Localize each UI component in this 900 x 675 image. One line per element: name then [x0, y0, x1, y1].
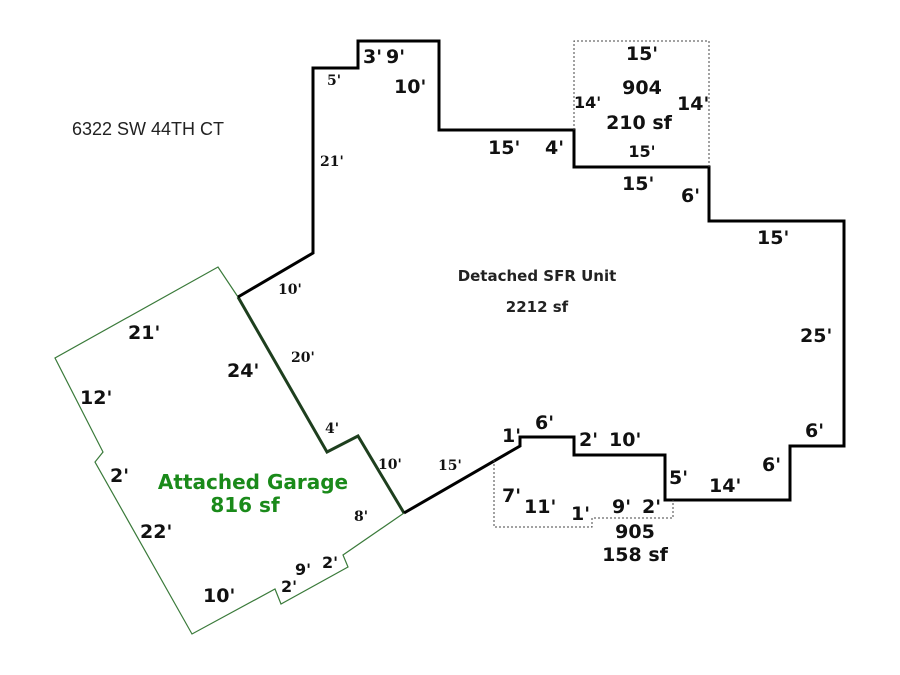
- main-unit-outline: [237, 39, 846, 515]
- dim-label: 21': [320, 154, 344, 170]
- dim-label: 2': [642, 496, 661, 518]
- dim-label: 6': [805, 420, 824, 442]
- dim-label: 25': [800, 325, 832, 347]
- addition-905-label: 905: [615, 521, 655, 543]
- dim-label: 21': [128, 322, 160, 344]
- dim-label: 7': [502, 485, 521, 507]
- dim-label: 10': [609, 429, 641, 451]
- dim-label: 4': [325, 421, 339, 437]
- dim-label: 6': [681, 185, 700, 207]
- dim-label: 2': [110, 465, 129, 487]
- dim-label: 14': [574, 93, 601, 112]
- dim-label: 14': [709, 475, 741, 497]
- dim-label: 15': [488, 137, 520, 159]
- dim-label: 1': [571, 503, 590, 525]
- dim-label: 8': [354, 509, 368, 525]
- dim-label: 1': [502, 425, 521, 447]
- dim-label: 20': [291, 350, 315, 366]
- addition-905-area: 158 sf: [602, 544, 669, 566]
- dim-label: 9': [612, 496, 631, 518]
- dim-label: 15': [757, 227, 789, 249]
- dim-label: 10': [378, 457, 402, 473]
- dim-label: 2': [579, 429, 598, 451]
- dim-label: 15': [628, 142, 655, 161]
- dim-label: 11': [524, 496, 556, 518]
- dim-label: 22': [140, 521, 172, 543]
- dim-label: 5': [327, 73, 341, 89]
- dim-label: 2': [281, 577, 297, 596]
- garage-area: 816 sf: [210, 493, 280, 517]
- addition-904-outline: [573, 40, 710, 167]
- dim-label: 15': [622, 173, 654, 195]
- shared-wall: [236, 296, 406, 514]
- dim-label: 10': [203, 585, 235, 607]
- addition-904-label: 904: [622, 77, 662, 99]
- dim-label: 15': [626, 43, 658, 65]
- dim-label: 9': [386, 46, 405, 68]
- dim-label: 6': [762, 454, 781, 476]
- addition-904-area: 210 sf: [606, 112, 673, 134]
- dim-label: 9': [295, 560, 311, 579]
- dim-label: 2': [322, 553, 338, 572]
- dim-label: 14': [677, 93, 709, 115]
- address-label: 6322 SW 44TH CT: [72, 119, 224, 139]
- dim-label: 4': [545, 137, 564, 159]
- main-unit-name: Detached SFR Unit: [458, 267, 617, 285]
- dim-label: 10': [394, 76, 426, 98]
- main-unit-area: 2212 sf: [506, 298, 569, 316]
- garage-outline: [54, 266, 405, 635]
- dim-label: 3': [363, 46, 382, 68]
- dim-label: 12': [80, 387, 112, 409]
- dim-label: 24': [227, 360, 259, 382]
- dim-label: 5': [669, 467, 688, 489]
- dim-label: 6': [535, 412, 554, 434]
- garage-name: Attached Garage: [158, 470, 348, 494]
- dim-label: 10': [278, 282, 302, 298]
- dim-label: 15': [438, 458, 462, 474]
- addition-905-outline: [493, 460, 674, 528]
